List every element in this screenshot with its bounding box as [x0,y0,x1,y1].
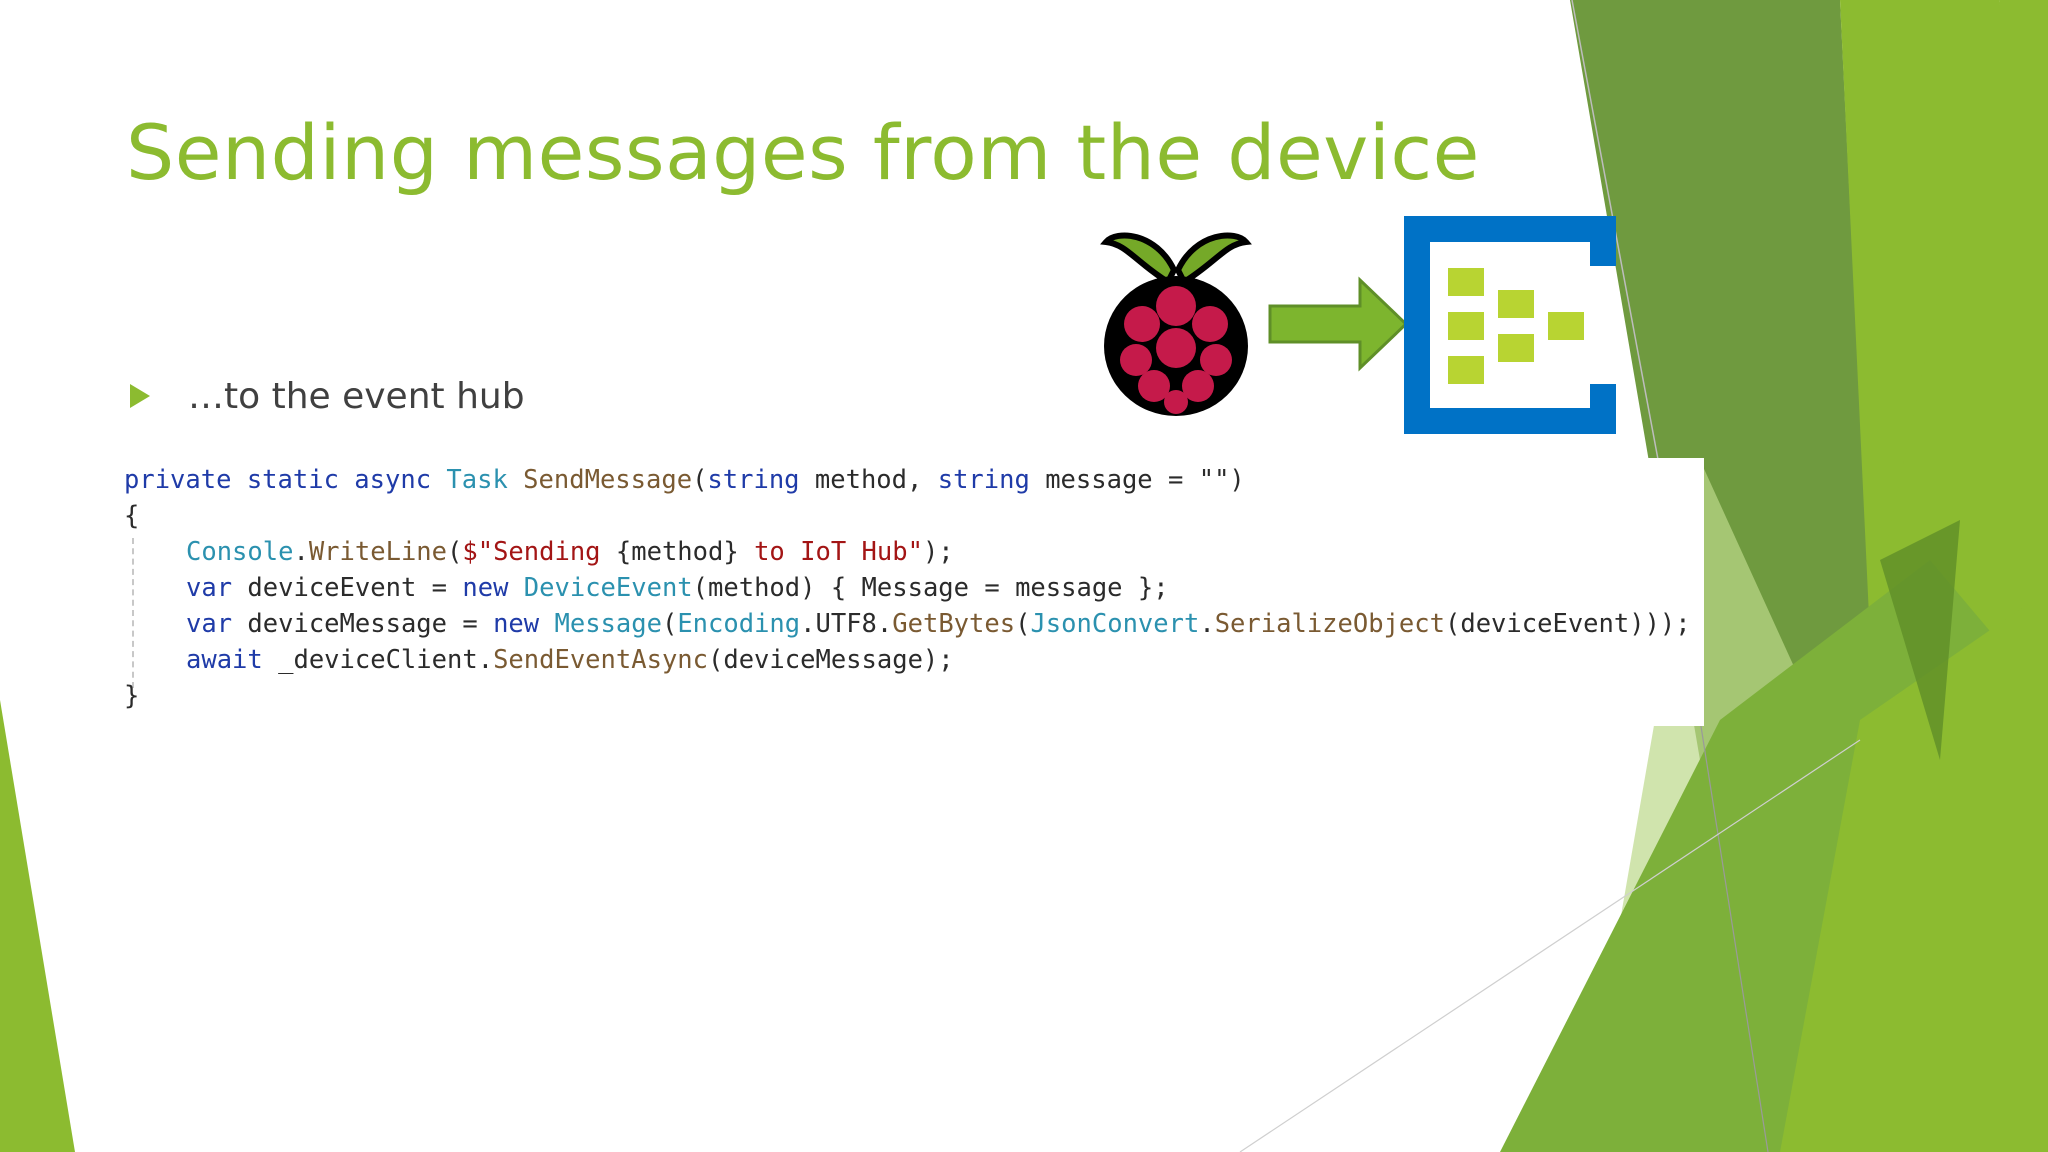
code-token: (method) { Message = message }; [692,573,1169,603]
code-token: ( [447,537,463,567]
code-token: $"Sending [462,537,616,567]
code-token: string [707,465,800,495]
code-token: .UTF8. [800,609,893,639]
code-token: to IoT Hub" [738,537,923,567]
code-token: method, [799,465,938,495]
code-token: ( [692,465,708,495]
code-token: private static async [124,465,447,495]
event-hub-icon [1404,216,1616,434]
code-token: JsonConvert [1030,609,1200,639]
code-line-7: } [124,681,140,711]
slide-title: Sending messages from the device [126,108,1480,197]
code-token: Console [186,537,294,567]
code-token: deviceMessage = [232,609,494,639]
code-token [539,609,554,639]
code-token: {method} [615,537,739,567]
code-token: _deviceClient. [262,645,494,675]
code-line-5: var deviceMessage = new Message(Encoding… [186,606,1691,642]
code-token: message = "") [1029,465,1245,495]
bullet-item: …to the event hub [130,375,525,417]
code-token: (deviceEvent))); [1445,609,1691,639]
code-token: ( [1015,609,1031,639]
code-line-2: { [124,501,140,531]
code-line-1: private static async Task SendMessage(st… [124,462,1245,498]
code-block: private static async Task SendMessage(st… [108,458,1704,726]
code-token: deviceEvent = [232,573,463,603]
code-token: ); [922,537,954,567]
code-token: ( [661,609,678,639]
code-token: await [186,645,263,675]
code-token: WriteLine [308,537,447,567]
code-token: Task [446,465,508,495]
indent-guide [132,538,134,688]
code-token [508,573,523,603]
code-token: var [186,609,233,639]
code-line-4: var deviceEvent = new DeviceEvent(method… [186,570,1169,606]
code-token: new [493,609,540,639]
code-token: Encoding [677,609,801,639]
code-token: DeviceEvent [523,573,693,603]
bullet-text: …to the event hub [188,375,525,417]
code-token: GetBytes [892,609,1016,639]
code-line-3: Console.WriteLine($"Sending {method} to … [186,534,954,570]
code-token: (deviceMessage); [708,645,954,675]
code-token: new [462,573,509,603]
code-token: SendEventAsync [493,645,708,675]
code-token: SendMessage [507,465,693,495]
raspberry-pi-logo [1100,232,1252,416]
code-token: Message [554,609,662,639]
code-token: var [186,573,233,603]
bullet-arrow-icon [130,384,150,408]
right-arrow-icon [1268,276,1408,372]
code-token: . [1199,609,1215,639]
code-token: string [937,465,1030,495]
code-token: SerializeObject [1214,609,1445,639]
code-token: . [293,537,309,567]
code-line-6: await _deviceClient.SendEventAsync(devic… [186,642,954,678]
